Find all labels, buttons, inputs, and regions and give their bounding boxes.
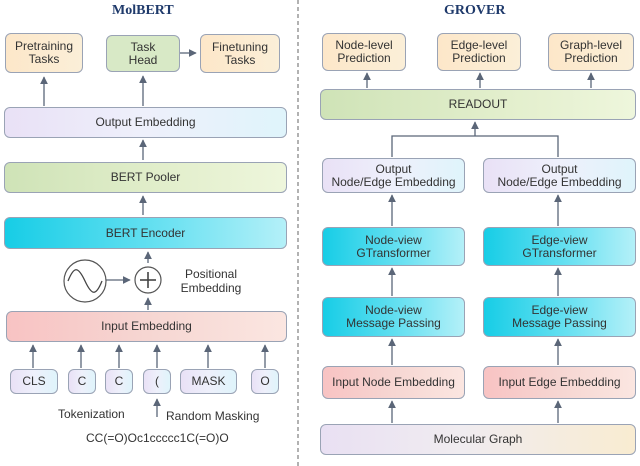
token-cls: CLS — [10, 369, 58, 394]
bert-encoder-box: BERT Encoder — [4, 217, 287, 249]
edge-level-prediction-box: Edge-level Prediction — [437, 33, 521, 71]
input-node-embedding-box: Input Node Embedding — [322, 366, 465, 399]
token-c-2: C — [105, 369, 133, 394]
molbert-title: MolBERT — [112, 3, 174, 18]
input-embedding-box: Input Embedding — [6, 311, 287, 342]
readout-box: READOUT — [320, 89, 636, 120]
edge-view-message-passing-box: Edge-view Message Passing — [483, 297, 636, 337]
token-paren: ( — [143, 369, 171, 394]
output-embedding-box: Output Embedding — [4, 107, 287, 138]
output-node-edge-embedding-left: Output Node/Edge Embedding — [322, 158, 465, 193]
positional-embedding-label: Positional Embedding — [180, 267, 242, 295]
bert-pooler-box: BERT Pooler — [4, 162, 287, 193]
molecular-graph-box: Molecular Graph — [320, 424, 636, 455]
sine-wave-icon — [63, 259, 107, 303]
edge-view-gtransformer-box: Edge-view GTransformer — [483, 227, 636, 266]
finetuning-tasks-box: Finetuning Tasks — [200, 34, 280, 73]
node-level-prediction-box: Node-level Prediction — [322, 33, 406, 71]
node-view-gtransformer-box: Node-view GTransformer — [322, 227, 465, 266]
grover-title: GROVER — [444, 3, 506, 18]
token-c-1: C — [68, 369, 96, 394]
plus-icon — [134, 266, 162, 294]
random-masking-label: Random Masking — [166, 409, 260, 423]
token-o: O — [251, 369, 279, 394]
tokenization-label: Tokenization — [58, 407, 125, 421]
arrow-outputs-to-readout — [391, 135, 559, 157]
token-mask: MASK — [180, 369, 237, 394]
pretraining-tasks-box: Pretraining Tasks — [5, 33, 83, 73]
node-view-message-passing-box: Node-view Message Passing — [322, 297, 465, 337]
smiles-string: CC(=O)Oc1ccccc1C(=O)O — [86, 431, 229, 445]
output-node-edge-embedding-right: Output Node/Edge Embedding — [483, 158, 636, 193]
graph-level-prediction-box: Graph-level Prediction — [548, 33, 634, 71]
task-head-box: Task Head — [106, 35, 180, 72]
input-edge-embedding-box: Input Edge Embedding — [483, 366, 636, 399]
